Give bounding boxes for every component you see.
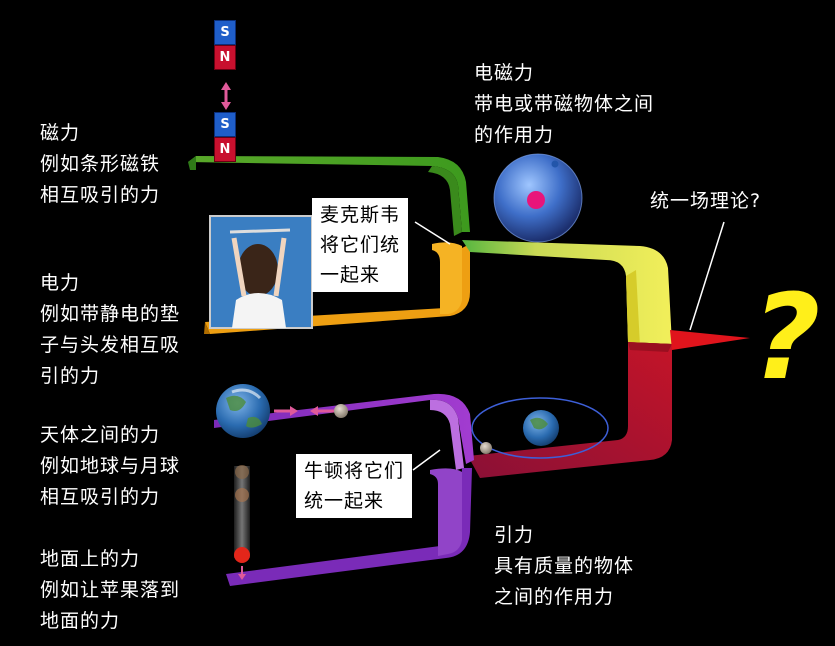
label-electromagnetic: 电磁力 带电或带磁物体之间 的作用力 <box>474 58 654 151</box>
magnetic-ribbon <box>188 156 470 236</box>
newton-box-line: 统一起来 <box>304 490 385 512</box>
ground-ribbon <box>226 468 472 586</box>
magnet-s-pole: S <box>214 20 236 45</box>
em-ribbon <box>462 240 672 346</box>
label-celestial-title: 天体之间的力 <box>40 424 161 446</box>
attraction-arrows <box>274 406 334 416</box>
apple-icon <box>234 465 250 580</box>
maxwell-box: 麦克斯韦 将它们统 一起来 <box>312 198 409 292</box>
label-ground-title: 地面上的力 <box>40 548 141 570</box>
label-em-desc: 带电或带磁物体之间 <box>474 93 655 115</box>
label-electric-desc: 引的力 <box>40 365 101 387</box>
label-magnetic-desc: 例如条形磁铁 <box>40 153 161 175</box>
maxwell-box-line: 一起来 <box>320 264 381 286</box>
maxwell-box-line: 麦克斯韦 <box>320 204 401 226</box>
maxwell-box-line: 将它们统 <box>320 234 401 256</box>
newton-pointer <box>412 449 441 471</box>
label-gravity: 引力 具有质量的物体 之间的作用力 <box>494 520 634 613</box>
label-ground-desc: 例如让苹果落到 <box>40 579 181 601</box>
label-celestial-desc: 相互吸引的力 <box>40 486 161 508</box>
question-mark: ? <box>752 268 821 406</box>
label-electric-desc: 子与头发相互吸 <box>40 334 181 356</box>
label-gravity-desc: 具有质量的物体 <box>494 555 635 577</box>
label-unified-title: 统一场理论? <box>650 190 762 212</box>
label-em-desc: 的作用力 <box>474 124 555 146</box>
label-unified: 统一场理论? <box>650 186 761 217</box>
magnet-n-pole: N <box>214 137 236 162</box>
magnet-s-pole: S <box>214 112 236 137</box>
magnet-n-pole: N <box>214 45 236 70</box>
unified-strip <box>670 330 750 350</box>
label-ground-desc: 地面的力 <box>40 610 121 632</box>
label-em-title: 电磁力 <box>474 62 535 84</box>
label-celestial-desc: 例如地球与月球 <box>40 455 181 477</box>
magnet-attraction-arrow <box>221 82 231 110</box>
label-magnetic-title: 磁力 <box>40 122 81 144</box>
magnet-bottom: S N <box>214 112 236 162</box>
label-gravity-title: 引力 <box>494 524 535 546</box>
gravity-ribbon <box>468 342 672 478</box>
orbit-icon <box>471 397 609 459</box>
newton-box-line: 牛顿将它们 <box>304 460 405 482</box>
static-hair-photo <box>209 215 313 329</box>
electric-ribbon <box>204 242 470 334</box>
newton-box: 牛顿将它们 统一起来 <box>296 454 413 518</box>
atom-icon <box>493 153 583 243</box>
magnet-top: S N <box>214 20 236 70</box>
moon-icon <box>334 404 348 418</box>
label-ground: 地面上的力 例如让苹果落到 地面的力 <box>40 544 180 637</box>
label-electric-desc: 例如带静电的垫 <box>40 303 181 325</box>
earth-icon <box>216 384 270 438</box>
unified-pointer <box>689 221 725 331</box>
label-magnetic: 磁力 例如条形磁铁 相互吸引的力 <box>40 118 160 211</box>
maxwell-pointer <box>414 221 451 245</box>
label-gravity-desc: 之间的作用力 <box>494 586 615 608</box>
label-electric: 电力 例如带静电的垫 子与头发相互吸 引的力 <box>40 268 180 392</box>
label-magnetic-desc: 相互吸引的力 <box>40 184 161 206</box>
label-electric-title: 电力 <box>40 272 81 294</box>
label-celestial: 天体之间的力 例如地球与月球 相互吸引的力 <box>40 420 180 513</box>
